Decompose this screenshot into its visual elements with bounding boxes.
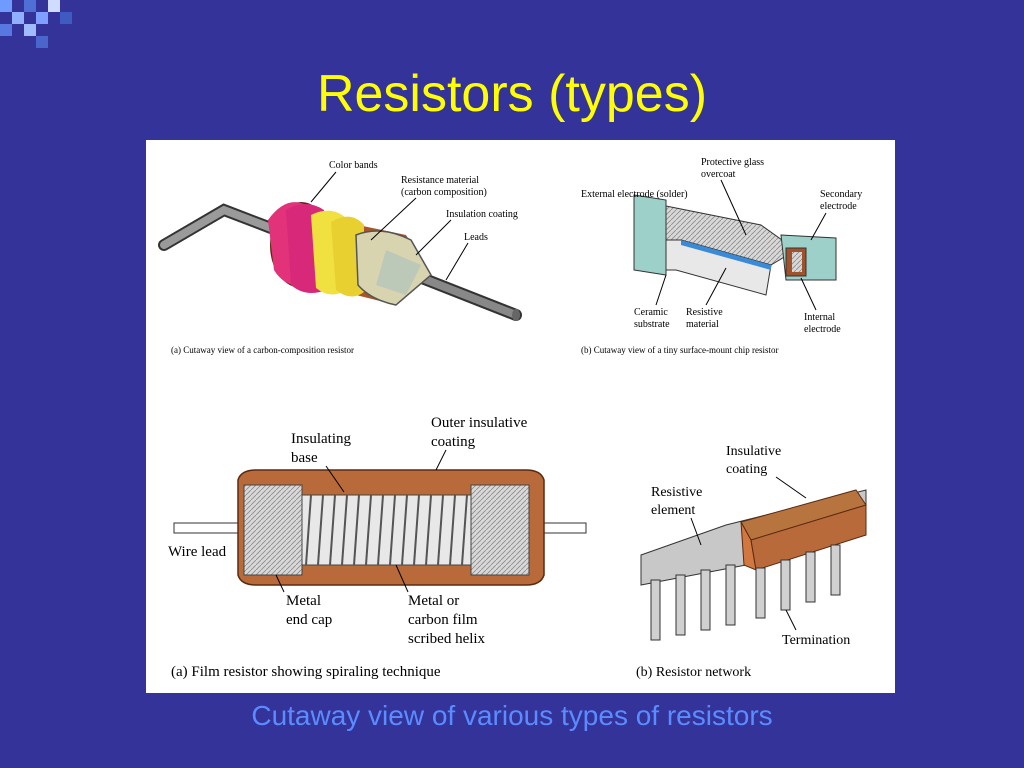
label-resistive-element-1: Resistive	[651, 485, 702, 500]
carbon-composition-resistor	[158, 202, 522, 321]
label-resistive-element-2: element	[651, 503, 695, 518]
label-resistance-material-2: (carbon composition)	[401, 187, 487, 198]
label-wire-lead: Wire lead	[168, 544, 227, 560]
panel-b-sublabel: (b) Cutaway view of a tiny surface-mount…	[581, 345, 778, 355]
label-insulating-base-1: Insulating	[291, 431, 351, 447]
label-secondary-electrode-2: electrode	[820, 201, 857, 212]
label-color-bands: Color bands	[329, 160, 378, 171]
film-resistor	[173, 469, 587, 586]
label-protective-glass-1: Protective glass	[701, 157, 764, 168]
label-insulative-1: Insulative	[726, 444, 781, 459]
label-outer-coating-2: coating	[431, 434, 476, 450]
label-leads: Leads	[464, 232, 488, 243]
label-insulation-coating: Insulation coating	[446, 209, 518, 220]
label-end-cap-2: end cap	[286, 612, 332, 628]
resistor-network	[640, 489, 867, 641]
label-film-1: Metal or	[408, 593, 459, 609]
resistor-illustrations: Color bands Resistance material (carbon …	[158, 157, 867, 680]
label-resistive-material-2: material	[686, 319, 719, 330]
label-ceramic-1: Ceramic	[634, 307, 668, 318]
panel-c-sublabel: (a) Film resistor showing spiraling tech…	[171, 664, 441, 680]
resistor-figure: Color bands Resistance material (carbon …	[146, 140, 895, 693]
panel-a-sublabel: (a) Cutaway view of a carbon-composition…	[171, 345, 354, 355]
label-protective-glass-2: overcoat	[701, 169, 736, 180]
label-insulative-2: coating	[726, 462, 767, 477]
label-outer-coating-1: Outer insulative	[431, 415, 528, 431]
label-internal-electrode-1: Internal	[804, 312, 835, 323]
label-film-3: scribed helix	[408, 631, 486, 647]
corner-decoration	[0, 0, 80, 60]
label-resistance-material-1: Resistance material	[401, 175, 479, 186]
label-internal-electrode-2: electrode	[804, 324, 841, 335]
slide-title: Resistors (types)	[316, 65, 708, 123]
label-ceramic-2: substrate	[634, 319, 670, 330]
figure-caption: Cutaway view of various types of resisto…	[251, 700, 773, 731]
label-termination: Termination	[782, 633, 850, 648]
label-insulating-base-2: base	[291, 450, 318, 466]
label-secondary-electrode-1: Secondary	[820, 189, 862, 200]
chip-resistor	[633, 194, 837, 296]
label-end-cap-1: Metal	[286, 593, 321, 609]
panel-d-sublabel: (b) Resistor network	[636, 665, 751, 680]
label-resistive-material-1: Resistive	[686, 307, 723, 318]
label-external-electrode: External electrode (solder)	[581, 189, 688, 200]
label-film-2: carbon film	[408, 612, 478, 628]
